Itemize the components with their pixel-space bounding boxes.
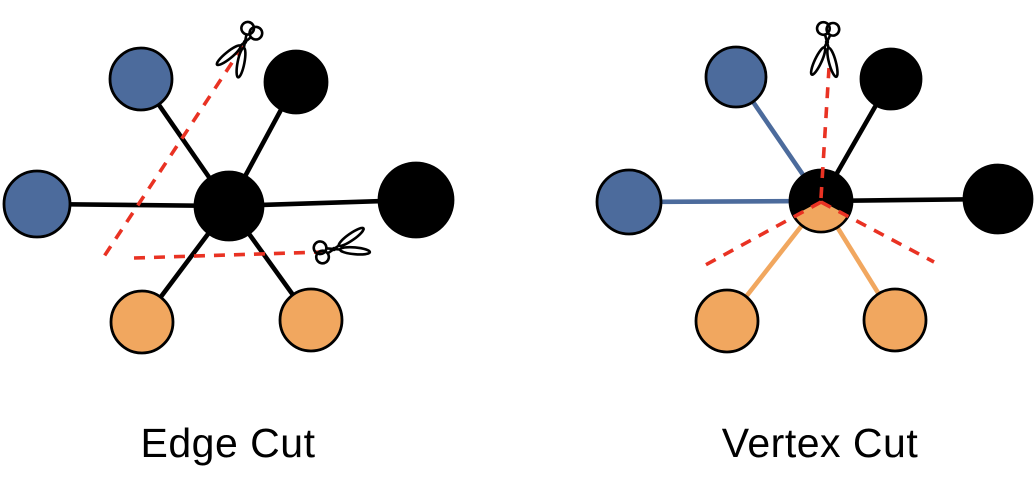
center-node-wedge (794, 201, 848, 231)
black-node-top-right (263, 49, 329, 115)
edge-cut-label: Edge Cut (140, 420, 316, 466)
black-node-top-right (859, 47, 923, 111)
vertex-cut-label: Vertex Cut (721, 420, 919, 466)
blue-node-top-left (108, 46, 174, 112)
cut-line (820, 200, 935, 264)
cut-line (819, 67, 831, 199)
orange-node-bottom-right (278, 287, 344, 353)
orange-node-bottom-left (694, 288, 760, 354)
blue-node-top-left (704, 45, 768, 109)
scissors-icon (312, 226, 372, 265)
blue-node-left (2, 169, 72, 239)
blue-node-left (595, 168, 663, 236)
cut-line (99, 45, 245, 262)
scissors-icon (809, 20, 841, 79)
black-node-right (377, 161, 455, 239)
orange-node-bottom-left (109, 289, 175, 355)
edge-cut-diagram (2, 20, 455, 355)
black-node-right (962, 163, 1034, 235)
vertex-cut-diagram (595, 20, 1034, 354)
scissors-icon (215, 20, 264, 79)
orange-node-bottom-right (862, 287, 928, 353)
cut-line (699, 200, 822, 270)
center-node (193, 170, 265, 242)
cut-line (133, 250, 323, 260)
